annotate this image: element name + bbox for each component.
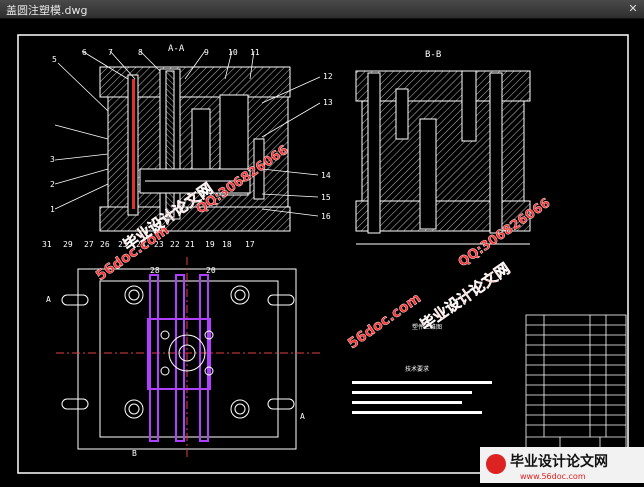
notes-area: 塑件三维图 技术要求: [352, 323, 492, 414]
svg-text:26: 26: [100, 240, 110, 249]
svg-text:31: 31: [42, 240, 52, 249]
window-titlebar: 盖圆注塑模.dwg ✕: [0, 0, 644, 19]
section-mark: A: [300, 412, 305, 421]
svg-text:23: 23: [154, 240, 164, 249]
plan-label: 28: [150, 266, 160, 275]
section-aa-view: A-A: [99, 44, 291, 232]
part-numbers-bottom: 31 29 27 26 25 24 23 22 21 19 18 17: [42, 240, 255, 249]
part-num: 1: [50, 205, 55, 214]
cad-canvas[interactable]: A-A 5 3 2 1 6: [0, 19, 644, 483]
section-bb-view: B-B: [355, 50, 531, 245]
part-num: 9: [204, 48, 209, 57]
svg-text:22: 22: [170, 240, 180, 249]
plan-view: 28 20 A A B: [46, 257, 320, 459]
part-num: 8: [138, 48, 143, 57]
part-num: 11: [250, 48, 260, 57]
part-num: 14: [321, 171, 331, 180]
part-num: 6: [82, 48, 87, 57]
svg-text:18: 18: [222, 240, 232, 249]
part-num: 13: [323, 98, 333, 107]
part-num: 12: [323, 72, 333, 81]
svg-text:24: 24: [136, 240, 146, 249]
section-mark: A: [46, 295, 51, 304]
part-num: 2: [50, 180, 55, 189]
part-num: 7: [108, 48, 113, 57]
close-icon[interactable]: ✕: [628, 2, 638, 15]
footer-watermark: 毕业设计论文网 www.56doc.com: [480, 447, 644, 483]
tech-req-title: 技术要求: [405, 365, 429, 373]
part-num: 3: [50, 155, 55, 164]
svg-text:29: 29: [63, 240, 73, 249]
part-view-label: 塑件三维图: [412, 323, 442, 331]
footer-url: www.56doc.com: [520, 472, 586, 481]
part-numbers-right: 12 13 14 15 16: [321, 72, 333, 221]
part-num: 10: [228, 48, 238, 57]
sheet-border: [17, 34, 629, 474]
part-num: 16: [321, 212, 331, 221]
section-label-aa: A-A: [168, 44, 185, 54]
watermark-brand: 毕业设计论文网: [417, 259, 513, 334]
svg-text:25: 25: [118, 240, 128, 249]
part-num: 5: [52, 55, 57, 64]
section-label-bb: B-B: [425, 50, 441, 60]
svg-text:19: 19: [205, 240, 215, 249]
leaders-aa: [54, 50, 321, 217]
svg-text:21: 21: [185, 240, 195, 249]
drawing: A-A 5 3 2 1 6: [17, 34, 644, 483]
section-mark: B: [132, 449, 137, 458]
window-title: 盖圆注塑模.dwg: [6, 4, 88, 17]
svg-text:17: 17: [245, 240, 255, 249]
footer-brand: 毕业设计论文网: [510, 453, 608, 470]
plan-label: 20: [206, 266, 216, 275]
part-numbers-left: 5 3 2 1: [50, 55, 57, 214]
part-numbers-top: 6 7 8 9 10 11: [82, 48, 260, 57]
watermark-site: 56doc.com: [345, 290, 424, 352]
svg-text:27: 27: [84, 240, 94, 249]
part-num: 15: [321, 193, 331, 202]
